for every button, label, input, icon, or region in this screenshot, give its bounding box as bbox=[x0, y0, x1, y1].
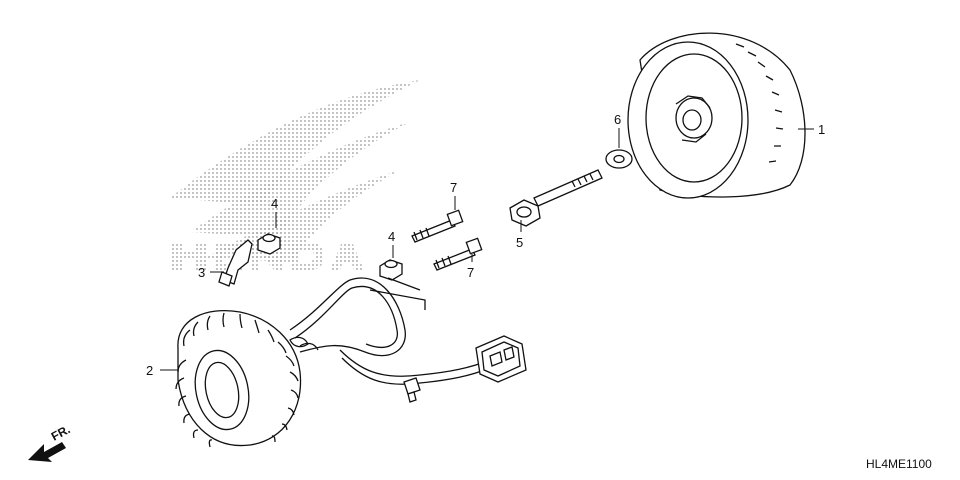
honda-wing-watermark bbox=[170, 80, 420, 270]
leader-lines bbox=[160, 128, 814, 371]
callout-4-upper: 4 bbox=[271, 196, 278, 211]
callout-6: 6 bbox=[614, 112, 621, 127]
flange-bolt bbox=[509, 169, 603, 227]
callout-1: 1 bbox=[818, 122, 825, 137]
stator-assembly bbox=[175, 277, 527, 448]
small-bolt-lower bbox=[379, 259, 403, 281]
stator-bolt-lower bbox=[433, 237, 483, 271]
callout-3: 3 bbox=[198, 265, 205, 280]
front-direction-marker: FR. bbox=[28, 422, 72, 462]
washer bbox=[605, 149, 633, 169]
arrow-down-left-icon bbox=[28, 442, 66, 462]
callout-labels: 1 2 3 4 4 5 6 7 7 bbox=[146, 112, 825, 378]
small-bolt-upper bbox=[257, 233, 281, 255]
callout-7-upper: 7 bbox=[450, 180, 457, 195]
honda-wordmark-logo bbox=[172, 242, 364, 270]
front-label: FR. bbox=[49, 422, 73, 443]
wire-clamp-stay bbox=[218, 239, 253, 287]
coupler-connector bbox=[475, 335, 527, 383]
callout-4-lower: 4 bbox=[388, 229, 395, 244]
wiring-harness bbox=[289, 277, 491, 403]
callout-5: 5 bbox=[516, 235, 523, 250]
callout-7-lower: 7 bbox=[467, 265, 474, 280]
stator-bolt-upper bbox=[411, 209, 464, 243]
flywheel-rotor bbox=[627, 32, 806, 199]
callout-2: 2 bbox=[146, 363, 153, 378]
diagram-code: HL4ME1100 bbox=[866, 457, 932, 471]
